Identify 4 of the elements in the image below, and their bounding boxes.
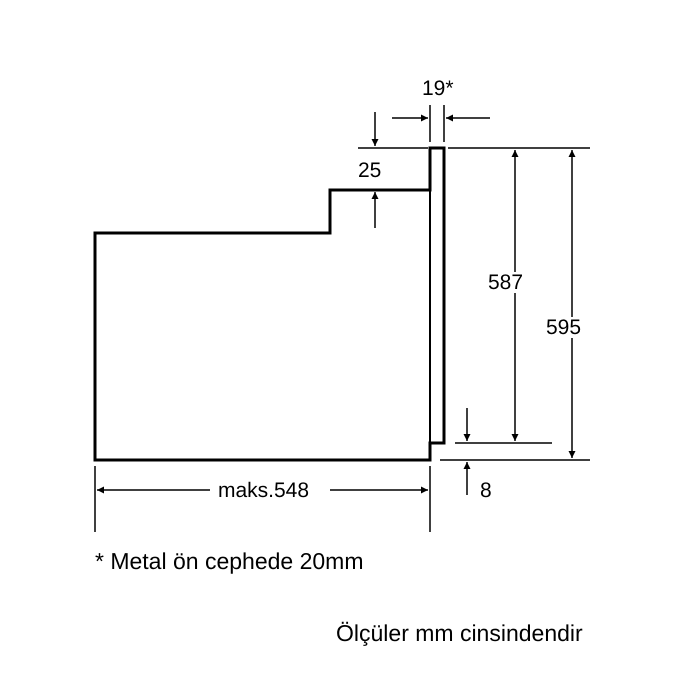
footnote: * Metal ön cephede 20mm	[95, 550, 364, 573]
dimension-label: 595	[546, 317, 582, 338]
note: Ölçüler mm cinsindendir	[336, 622, 583, 645]
dimension-label: 587	[488, 272, 524, 293]
